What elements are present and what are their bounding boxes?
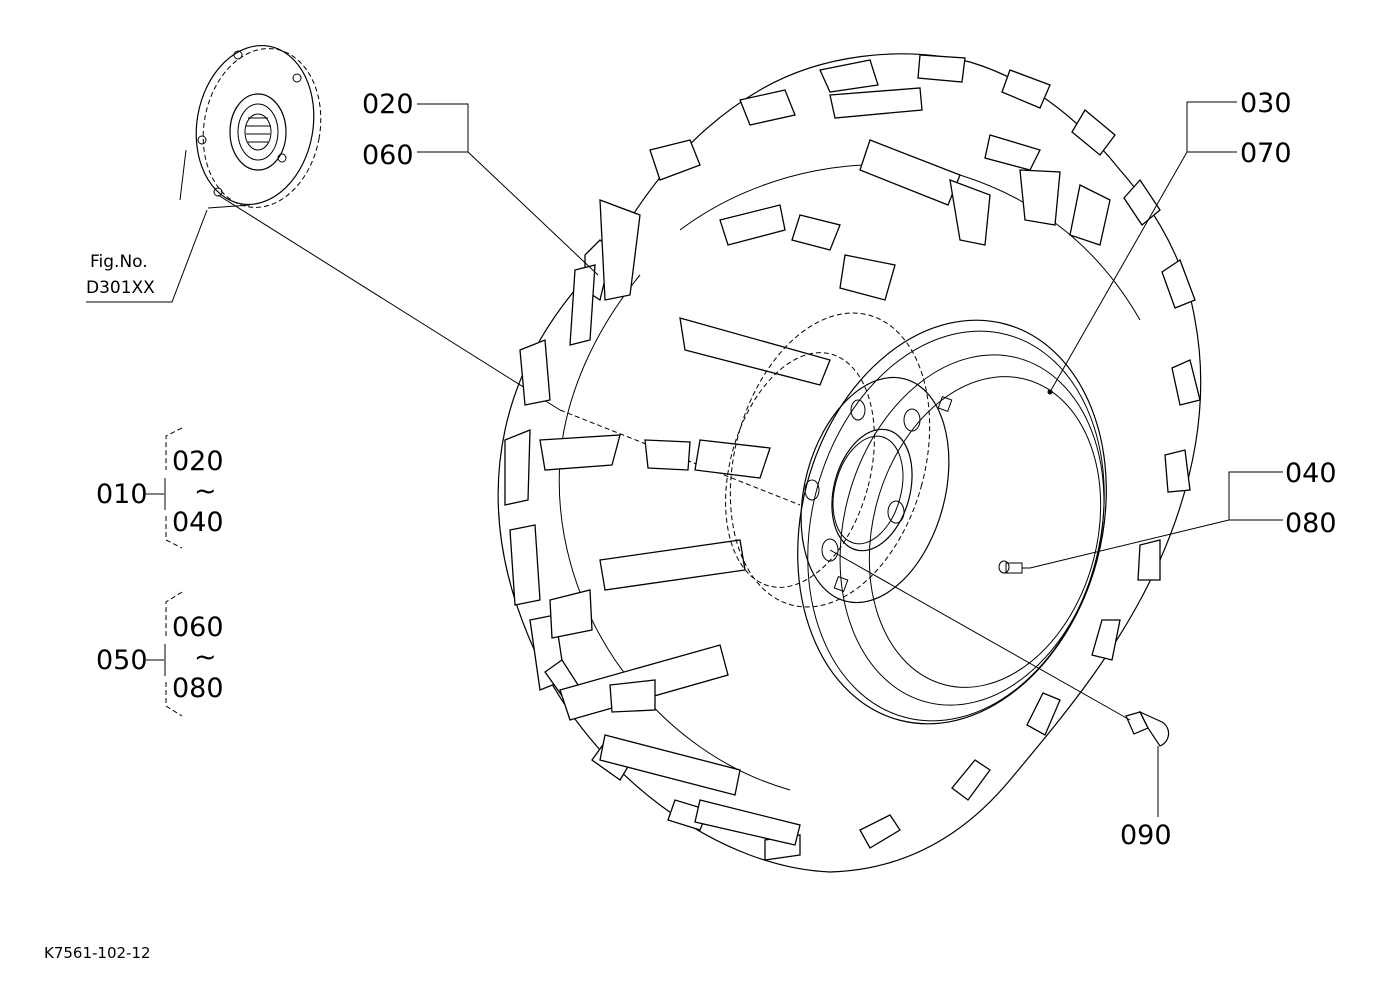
hub-flange [179,44,322,209]
assembly-050-from: 060 [172,612,224,643]
assembly-010-tilde: ~ [194,476,217,507]
figure-reference: Fig.No. D301XX [86,209,208,303]
assembly-050-to: 080 [172,673,224,704]
hub-drum-hidden [725,312,931,608]
wheel-rim [797,319,1107,725]
tire-tread-lugs [504,54,1201,861]
valve-stem [998,560,1030,574]
callout-040: 040 [1285,458,1337,489]
callout-030: 030 [1240,88,1292,119]
fig-no-code: D301XX [86,278,155,298]
callout-090: 090 [1120,820,1172,851]
drawing-number: K7561-102-12 [44,944,151,962]
assembly-010-code: 010 [96,479,148,510]
assembly-010-from: 020 [172,446,224,477]
assembly-050-code: 050 [96,645,148,676]
callout-070: 070 [1240,138,1292,169]
callout-080: 080 [1285,508,1337,539]
hub-leader-line [217,194,561,411]
callout-020: 020 [362,89,414,120]
assembly-050-tilde: ~ [194,642,217,673]
assembly-010-to: 040 [172,507,224,538]
fig-no-caption: Fig.No. [90,252,148,272]
assembly-050: 050 060 ~ 080 [96,591,224,717]
callout-leaders [417,101,1283,569]
assembly-010: 010 020 ~ 040 [96,427,224,549]
wheel-bolt [829,549,1170,817]
callout-060: 060 [362,140,414,171]
